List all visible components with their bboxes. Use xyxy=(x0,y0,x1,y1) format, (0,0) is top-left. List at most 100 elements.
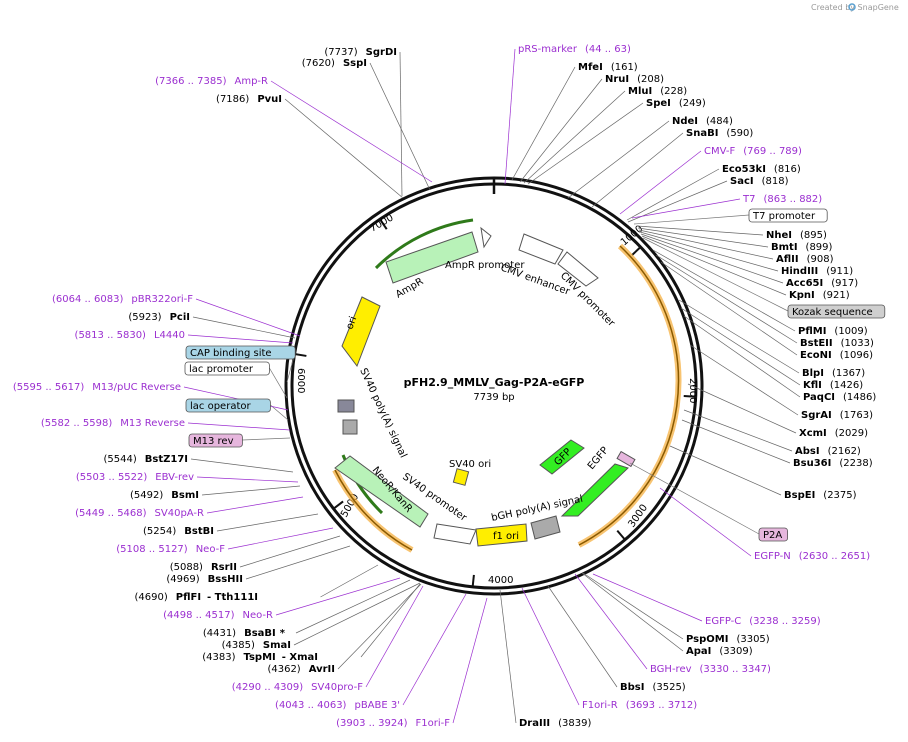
primer-label: (6064 .. 6083)pBR322ori-F xyxy=(52,294,193,305)
enzyme-label: (7186)PvuI xyxy=(216,94,282,105)
leader-line xyxy=(192,316,296,339)
leader-line xyxy=(295,579,411,634)
enzyme-label: ApaI(3309) xyxy=(686,646,753,657)
site-label: (5254)BstBI xyxy=(143,526,214,537)
feature-egfp xyxy=(560,463,629,517)
site-label: ApaI(3309) xyxy=(686,646,753,657)
snapgene-logo xyxy=(848,3,856,11)
enzyme-label: BstEII(1033) xyxy=(800,338,874,349)
leader-line xyxy=(275,577,401,616)
leader-line xyxy=(519,78,603,183)
leader-line xyxy=(627,180,728,223)
site-label: (7620)SspI xyxy=(302,58,367,69)
site-label: SnaBI(590) xyxy=(686,128,753,139)
leader-line xyxy=(660,261,798,356)
site-label: (5813 .. 5830)L4440 xyxy=(75,330,185,341)
leader-line xyxy=(652,249,796,332)
feature-label-egfp: EGFP xyxy=(586,445,611,472)
leader-line xyxy=(636,225,764,236)
leader-line xyxy=(629,462,760,535)
site-label: F1ori-R(3693 .. 3712) xyxy=(582,700,697,711)
site-label: (4290 .. 4309)SV40pro-F xyxy=(232,682,363,693)
site-label: BspEI(2375) xyxy=(784,490,857,501)
primer-label: EGFP-C(3238 .. 3259) xyxy=(705,616,821,627)
leader-line xyxy=(452,597,488,724)
site-label: (4362)AvrII xyxy=(267,664,335,675)
site-label: pRS-marker(44 .. 63) xyxy=(518,44,631,55)
site-label: (3903 .. 3924)F1ori-F xyxy=(336,718,450,729)
enzyme-label: KflI(1426) xyxy=(803,380,863,391)
enzyme-label: BbsI(3525) xyxy=(620,682,686,693)
enzyme-label: (4431)BsaBI* xyxy=(203,628,286,639)
site-label: (7186)PvuI xyxy=(216,94,282,105)
site-label: T7 promoter xyxy=(748,208,828,223)
site-label: lac promoter xyxy=(184,361,270,376)
leader-line xyxy=(196,476,299,483)
primer-label: (5503 .. 5522)EBV-rev xyxy=(76,472,194,483)
enzyme-label: (5088)RsrII xyxy=(170,562,237,573)
leader-line xyxy=(655,254,798,344)
feature-cmv-promoter xyxy=(557,251,599,287)
tick-label-6000: 6000 xyxy=(295,368,306,393)
leader-line xyxy=(680,307,801,386)
primer-label: pRS-marker(44 .. 63) xyxy=(518,44,631,55)
leader-line xyxy=(293,582,421,646)
feature-label-f1-ori: f1 ori xyxy=(493,531,519,542)
feature-ampr xyxy=(385,231,479,284)
leader-line xyxy=(504,48,516,185)
site-label: NheI(895) xyxy=(766,230,827,241)
feature-p2a xyxy=(616,450,636,468)
plasmid-length: 7739 bp xyxy=(473,392,514,403)
enzyme-label: SpeI(249) xyxy=(646,98,706,109)
enzyme-label: NruI(208) xyxy=(605,74,664,85)
feature-bgh-polya xyxy=(530,515,561,540)
leader-line xyxy=(523,90,626,184)
site-label: (5108 .. 5127)Neo-F xyxy=(116,544,225,555)
tick-mark xyxy=(294,353,307,357)
feature-box xyxy=(787,304,886,319)
leader-line xyxy=(567,120,670,199)
site-label: CAP binding site xyxy=(185,345,296,360)
leader-line xyxy=(591,132,684,208)
site-label: lac operator xyxy=(185,398,271,413)
leader-line xyxy=(689,344,799,416)
enzyme-label: DraIII(3839) xyxy=(519,718,592,729)
site-label: MfeI(161) xyxy=(578,62,638,73)
enzyme-label: MluI(228) xyxy=(628,86,687,97)
orf-arc-gag-line xyxy=(578,245,680,546)
enzyme-label: Acc65I(917) xyxy=(786,278,858,289)
leader-line xyxy=(206,496,304,514)
feature-box-label: CAP binding site xyxy=(190,348,272,359)
tick-mark xyxy=(332,500,344,510)
primer-label: (4498 .. 4517)Neo-R xyxy=(163,610,273,621)
site-label: SpeI(249) xyxy=(646,98,706,109)
site-label: SacI(818) xyxy=(730,176,789,187)
tick-mark xyxy=(379,218,388,230)
site-label: (5088)RsrII xyxy=(170,562,237,573)
leader-line xyxy=(320,564,379,598)
site-label: EGFP-C(3238 .. 3259) xyxy=(705,616,821,627)
leader-line xyxy=(574,573,648,670)
site-label: PaqCI(1486) xyxy=(803,392,876,403)
site-label: Kozak sequence xyxy=(787,304,886,319)
primer-label: (5813 .. 5830)L4440 xyxy=(75,330,185,341)
feature-label-ampr-promoter: AmpR promoter xyxy=(445,260,525,271)
leader-line xyxy=(592,573,703,622)
feature-label-sv40-ori: SV40 ori xyxy=(449,459,491,470)
primer-label: (3903 .. 3924)F1ori-F xyxy=(336,718,450,729)
feature-box-label: lac promoter xyxy=(189,364,254,375)
primer-label: EGFP-N(2630 .. 2651) xyxy=(754,551,870,562)
leader-line xyxy=(619,150,702,215)
leader-line xyxy=(639,231,779,272)
site-label: BstEII(1033) xyxy=(800,338,874,349)
leader-line xyxy=(195,298,301,337)
primer-label: F1ori-R(3693 .. 3712) xyxy=(582,700,697,711)
site-label: (4385)SmaI xyxy=(222,640,291,651)
orf-arc-neo-line xyxy=(334,469,413,551)
feature-sv40-ori xyxy=(452,468,470,486)
feature-box xyxy=(748,208,828,223)
site-label: P2A xyxy=(758,527,789,542)
feature-label-ori: ori xyxy=(344,315,359,331)
feature-lac-promoter xyxy=(342,419,358,435)
